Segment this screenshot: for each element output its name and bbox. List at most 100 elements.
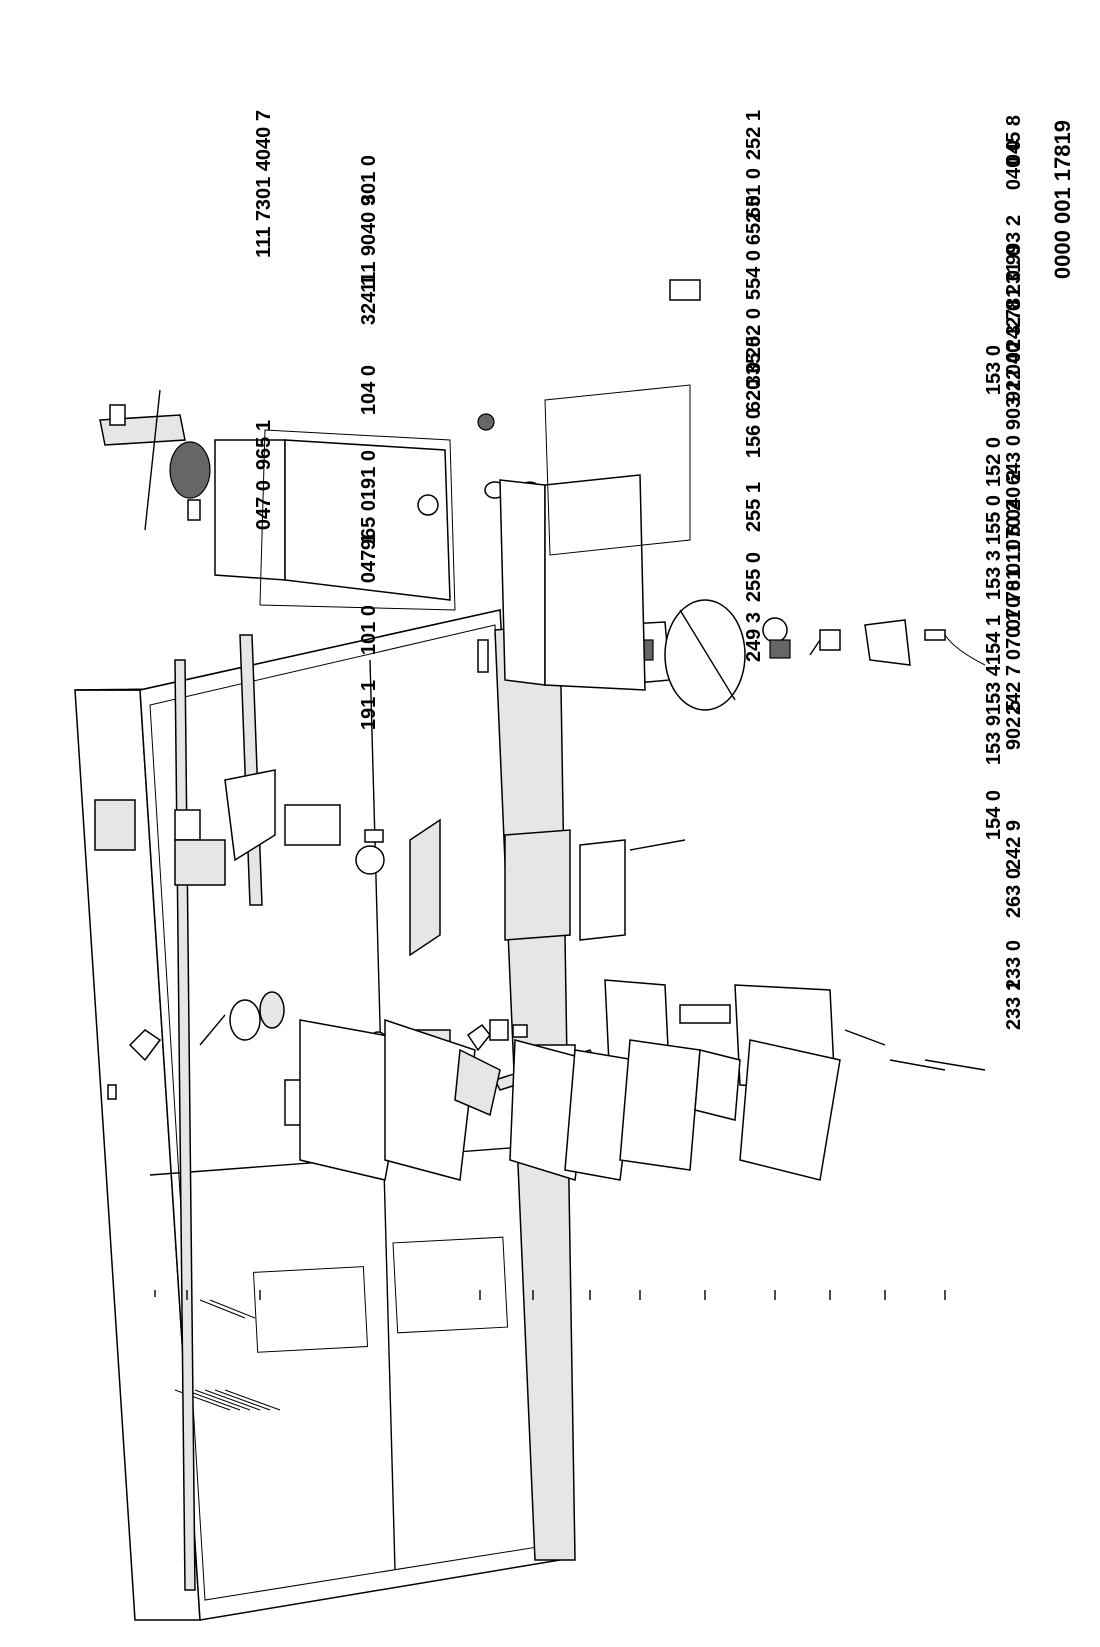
lamp-holder [259,991,285,1029]
freezer-door-gasket [259,429,456,611]
leader-lines [154,1290,946,1300]
part-label: 153 3 [983,550,1005,600]
part-label: 231 0 [1003,245,1025,295]
part-label: 252 1 [743,110,765,160]
part-label: 070 0 [1003,580,1025,630]
switch [364,829,384,843]
part-label: 154 0 [983,790,1005,840]
part-label: 011 6 [1003,525,1025,574]
drawer-slide-right [924,1059,986,1071]
part-label: 156 0 [743,408,765,458]
glass-shelf [504,829,571,941]
handle-cap [109,404,126,426]
handle-trim [144,389,161,531]
part-label: 111 9 [358,245,380,293]
part-label: 242 7 [1003,665,1025,715]
part-label: 781 0 [1003,270,1025,320]
part-label: 912 0 [1003,352,1025,402]
part-label: 070 1 [1003,610,1025,660]
thermostat-knob [229,999,261,1041]
diagram-code: 0000 001 17819 [1050,120,1075,279]
part-label: 040 9 [358,195,380,245]
door-hinge-bush [477,413,495,431]
drawer-rail [844,1029,886,1046]
small-bin [694,1049,741,1121]
handle-end-cap [187,499,201,521]
part-label: 965 1 [253,420,275,470]
bottom-grille [174,659,196,1591]
part-label: 047 0 [253,480,275,530]
relay [762,617,791,659]
fridge-door-gasket [544,384,691,556]
part-label: 233 1 [1003,980,1025,1030]
fridge-door [499,474,646,691]
channel-cover [224,769,276,862]
hinge-screw [512,1024,528,1038]
hinge-pin [107,1084,117,1100]
door-shelf-upper [619,1039,701,1171]
part-label: 903 2 [1003,380,1025,430]
dairy-compartment [299,1019,411,1181]
part-label: 993 2 [1003,215,1025,265]
freezer-flap [94,799,136,851]
air-damper [284,804,341,846]
part-label: 242 9 [1003,820,1025,870]
part-label: 651 0 [743,168,765,218]
part-label: 554 0 [743,250,765,300]
bottle-bin [739,1039,841,1181]
part-label: 242 0 [1003,300,1025,350]
part-label: 155 0 [983,495,1005,545]
crisper-cover-strip [679,1004,731,1024]
part-label: 153 4 [983,664,1005,715]
part-label: 101 0 [358,605,380,655]
shelf-trim [629,839,686,851]
part-label: 249 3 [743,612,765,662]
lamp-cover [669,279,701,301]
door-shelf-long [384,1018,476,1181]
thermostat [174,809,201,841]
part-label: 045 8 [1003,115,1025,165]
part-label: 111 7 [253,210,275,258]
part-label: 040 2 [1003,470,1025,520]
part-label: 047 1 [358,533,380,583]
power-cord [924,629,986,666]
part-label: 902 5 [1003,700,1025,750]
part-label: 643 0 [1003,435,1025,485]
part-label: 191 0 [358,450,380,500]
part-label: 233 0 [1003,940,1025,990]
defrost-tube [477,639,489,673]
part-label: 324 1 [358,275,380,325]
part-label: 152 0 [983,437,1005,487]
hinge-cover [489,1019,509,1041]
cover [864,619,911,666]
shelf-glass-plate [579,839,626,941]
part-label: 153 9 [983,715,1005,765]
lamp [355,845,385,875]
part-label: 153 0 [983,345,1005,395]
part-label: 263 0 [1003,868,1025,918]
gasket-plug [199,1014,226,1046]
part-label: 620 0 [743,362,765,412]
egg-tray [454,1048,501,1117]
top-hinge [128,1029,162,1062]
part-label: 191 1 [358,680,380,730]
door-bumper [417,494,439,516]
part-label: 252 0 [743,308,765,358]
egg-rack [409,818,441,957]
part-label: 255 0 [743,552,765,602]
freezer-door [214,439,451,601]
part-label: 781 1 [1003,552,1025,602]
part-label: 335 0 [743,336,765,386]
thermal-protector [809,629,841,656]
part-label: 154 1 [983,615,1005,665]
part-label: 652 0 [743,195,765,245]
part-label: 040 0 [1003,140,1025,190]
control-housing [174,839,226,886]
part-label: 301 4 [253,159,275,210]
part-label: 255 1 [743,482,765,532]
part-label: 040 3 [1003,325,1025,375]
part-label: 301 0 [358,155,380,205]
part-label: 070 2 [1003,500,1025,550]
